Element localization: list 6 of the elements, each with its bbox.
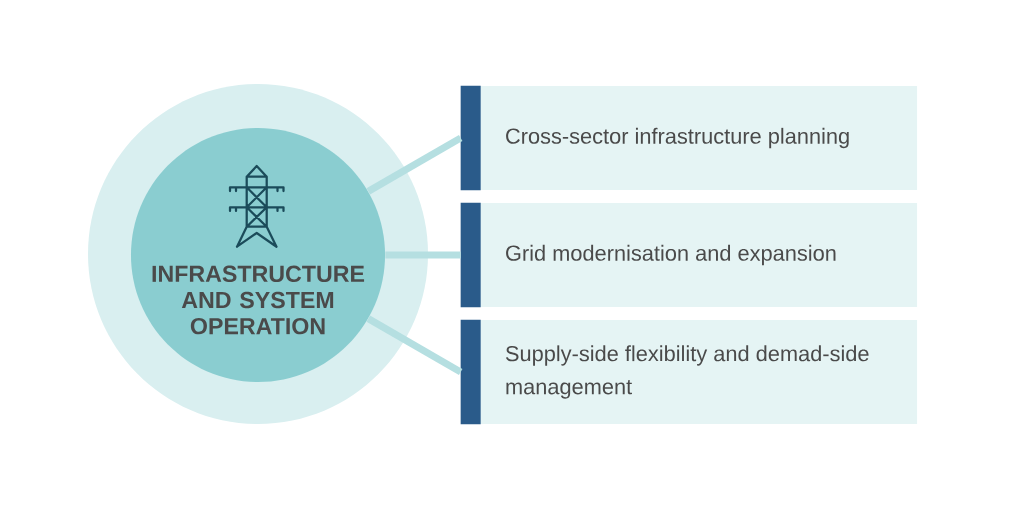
connector-line (366, 134, 463, 195)
text-box: Grid modernisation and expansion (460, 202, 918, 308)
connector-line (366, 315, 463, 376)
connector-line (385, 251, 461, 259)
text-box: Supply-side flexibility and demad-side management (460, 319, 918, 425)
text-box: Cross-sector infrastructure planning (460, 85, 918, 191)
